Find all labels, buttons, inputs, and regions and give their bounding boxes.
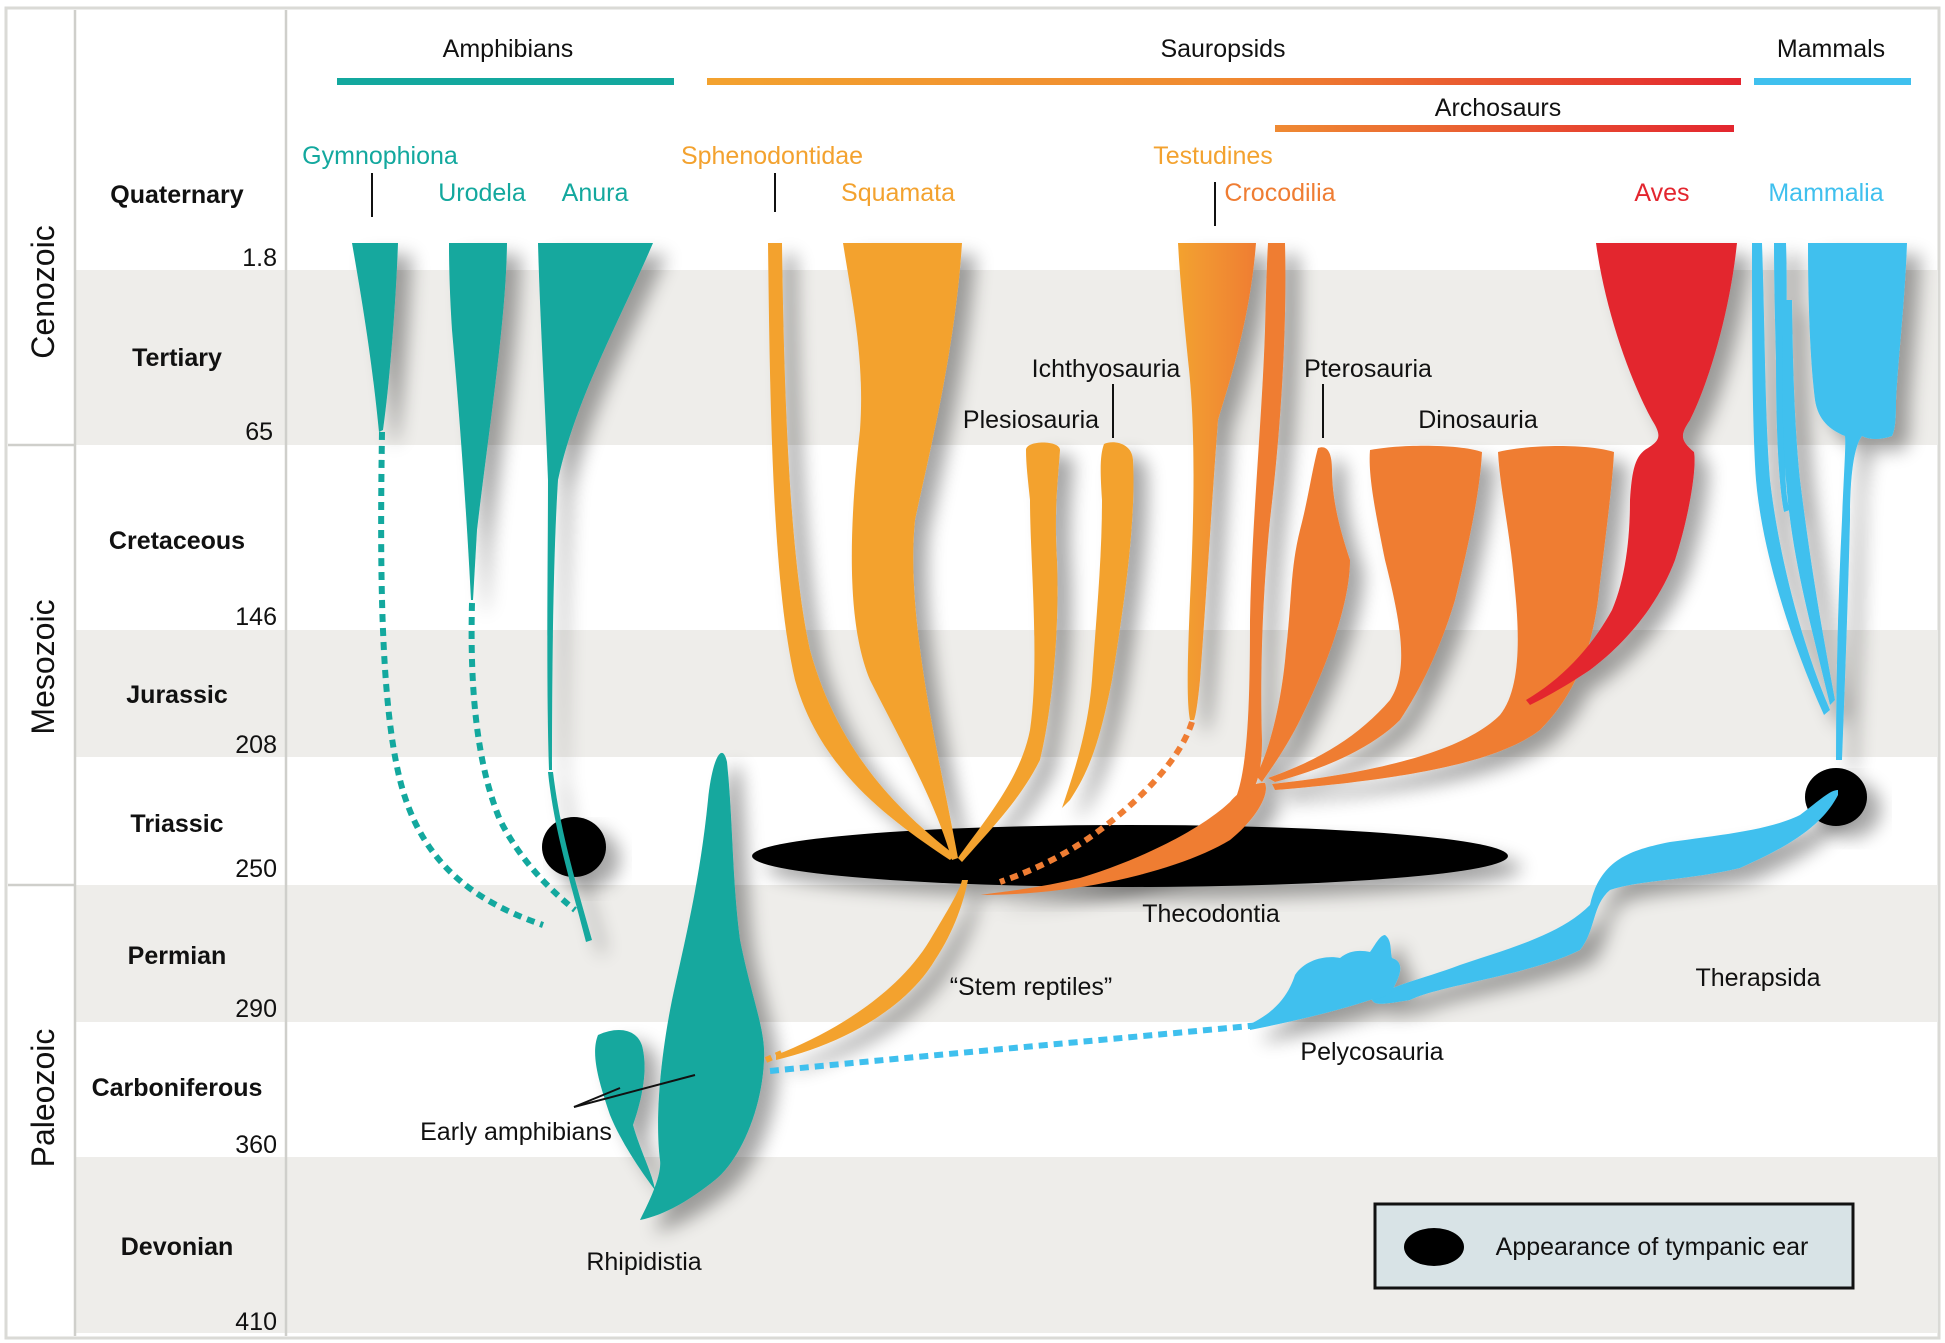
age-label: 360 <box>235 1131 277 1159</box>
squamata-branch <box>843 243 962 860</box>
anura-stem <box>548 772 592 942</box>
early-amphibians-leader <box>573 1087 621 1108</box>
period-carboniferous: Carboniferous <box>92 1074 263 1102</box>
group-label-mammals: Mammals <box>1777 35 1885 63</box>
period-permian: Permian <box>128 942 227 970</box>
taxon-dinosauria: Dinosauria <box>1418 406 1538 434</box>
crocodilia-branch <box>1235 243 1286 800</box>
anura-branch <box>538 243 653 770</box>
period-tertiary: Tertiary <box>132 344 222 372</box>
taxon-squamata: Squamata <box>841 179 955 207</box>
group-label-archosaurs: Archosaurs <box>1435 94 1561 122</box>
sauropsid-ghost-lineages <box>999 721 1195 885</box>
pelycosauria-body <box>1250 935 1401 1030</box>
taxon-early-amphibians: Early amphibians <box>420 1118 612 1146</box>
group-bar-mammals <box>1754 78 1911 85</box>
age-label: 146 <box>235 603 277 631</box>
taxon-thecodontia: Thecodontia <box>1142 900 1280 928</box>
taxon-rhipidistia: Rhipidistia <box>586 1248 701 1276</box>
amphibian-ghost-lineages <box>378 431 577 928</box>
thecodontia-branch <box>980 782 1266 895</box>
taxon-urodela: Urodela <box>438 179 526 207</box>
pelycosauria-ghost <box>769 1022 1261 1074</box>
gymnophiona-branch <box>352 243 398 432</box>
taxon-mammalia: Mammalia <box>1768 179 1883 207</box>
time-bands <box>75 10 1937 1333</box>
group-bar-amphibians <box>337 78 674 85</box>
dinosauria-branch <box>1272 446 1614 790</box>
stem-reptile-ghost <box>764 1049 786 1063</box>
period-quaternary: Quaternary <box>110 181 243 209</box>
pterosauria-branch <box>1256 447 1350 782</box>
period-triassic: Triassic <box>130 810 223 838</box>
mammalia-branch <box>1782 300 1835 705</box>
taxon-pelycosauria: Pelycosauria <box>1300 1038 1443 1066</box>
urodela-ghost <box>468 602 577 913</box>
testudines-ghost <box>999 721 1195 885</box>
ichthyosauria-branch <box>1062 442 1134 808</box>
mammalia-branch <box>1808 243 1907 760</box>
tympanic-ear-marker-anura <box>542 817 606 877</box>
sauropsid-lineages <box>768 243 1737 1060</box>
band-carboniferous <box>75 1022 1937 1157</box>
taxon-aves: Aves <box>1634 179 1689 207</box>
inline-taxa-labels: Ichthyosauria Plesiosauria Pterosauria D… <box>420 355 1821 1276</box>
era-label-paleozoic: Paleozoic <box>25 1029 61 1168</box>
age-label: 290 <box>235 995 277 1023</box>
top-taxa-labels: Gymnophiona Urodela Anura Sphenodontidae… <box>302 142 1884 207</box>
rhipidistia-lineage <box>640 752 765 1220</box>
taxon-stem-reptiles: “Stem reptiles” <box>950 973 1113 1001</box>
band-jurassic <box>75 630 1937 757</box>
period-devonian: Devonian <box>121 1233 234 1261</box>
early-amphibians-leader <box>573 1074 696 1108</box>
tympanic-ear-marker-sauropsids <box>752 825 1508 887</box>
age-label: 1.8 <box>242 244 277 272</box>
testudines-branch <box>1178 243 1256 720</box>
amphibian-lineages <box>352 243 765 1220</box>
age-label: 65 <box>245 418 273 446</box>
taxon-testudines: Testudines <box>1153 142 1273 170</box>
band-permian <box>75 885 1937 1022</box>
taxon-crocodilia: Crocodilia <box>1224 179 1335 207</box>
therapsida-body <box>1372 790 1838 1004</box>
taxon-plesiosauria: Plesiosauria <box>963 406 1099 434</box>
age-labels: 1.8 65 146 208 250 290 360 410 <box>235 244 277 1336</box>
period-cretaceous: Cretaceous <box>109 527 245 555</box>
legend-label: Appearance of tympanic ear <box>1496 1233 1809 1261</box>
period-jurassic: Jurassic <box>126 681 228 709</box>
era-label-cenozoic: Cenozoic <box>25 225 61 358</box>
age-label: 410 <box>235 1308 277 1336</box>
taxon-gymnophiona: Gymnophiona <box>302 142 458 170</box>
group-label-sauropsids: Sauropsids <box>1160 35 1285 63</box>
group-label-amphibians: Amphibians <box>443 35 574 63</box>
group-bar-archosaurs <box>1275 125 1734 132</box>
mammalia-branch <box>1752 243 1830 715</box>
band-quaternary <box>75 10 1937 270</box>
era-label-mesozoic: Mesozoic <box>25 599 61 734</box>
taxon-sphenodontidae: Sphenodontidae <box>681 142 863 170</box>
taxon-therapsida: Therapsida <box>1695 964 1820 992</box>
age-label: 250 <box>235 855 277 883</box>
group-bar-sauropsids <box>707 78 1741 85</box>
age-label: 208 <box>235 731 277 759</box>
period-labels: Quaternary Tertiary Cretaceous Jurassic … <box>92 181 263 1261</box>
dinosauria-branch <box>1268 445 1482 782</box>
sphenodontidae-branch <box>768 243 955 860</box>
legend-box: Appearance of tympanic ear <box>1373 1202 1855 1290</box>
mammal-lineages <box>1250 243 1907 1030</box>
taxon-anura: Anura <box>562 179 629 207</box>
urodela-branch <box>449 243 507 600</box>
plesiosauria-branch <box>958 442 1060 862</box>
aves-branch <box>1526 243 1737 705</box>
early-amphibian-lineage <box>595 1030 655 1190</box>
taxon-ichthyosauria: Ichthyosauria <box>1032 355 1181 383</box>
taxon-pterosauria: Pterosauria <box>1304 355 1432 383</box>
legend-ear-swatch <box>1404 1228 1464 1266</box>
